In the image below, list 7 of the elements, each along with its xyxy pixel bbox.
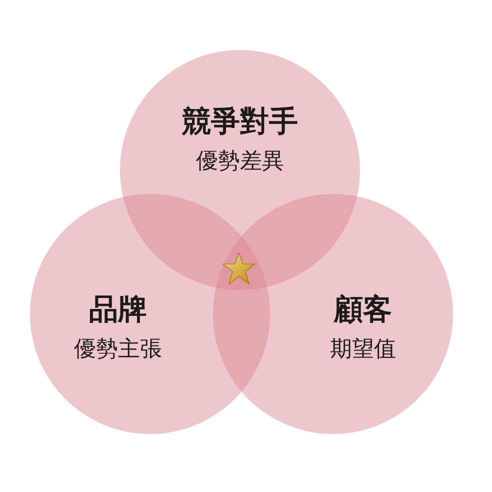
circle-subheading: 優勢差異 — [195, 148, 285, 176]
circle-heading: 競爭對手 — [180, 103, 299, 140]
circle-subheading: 期望值 — [329, 336, 397, 364]
circle-heading: 品牌 — [88, 291, 148, 328]
circle-heading: 顧客 — [332, 291, 393, 328]
venn-circle — [213, 194, 453, 434]
circle-subheading: 優勢主張 — [73, 336, 163, 364]
